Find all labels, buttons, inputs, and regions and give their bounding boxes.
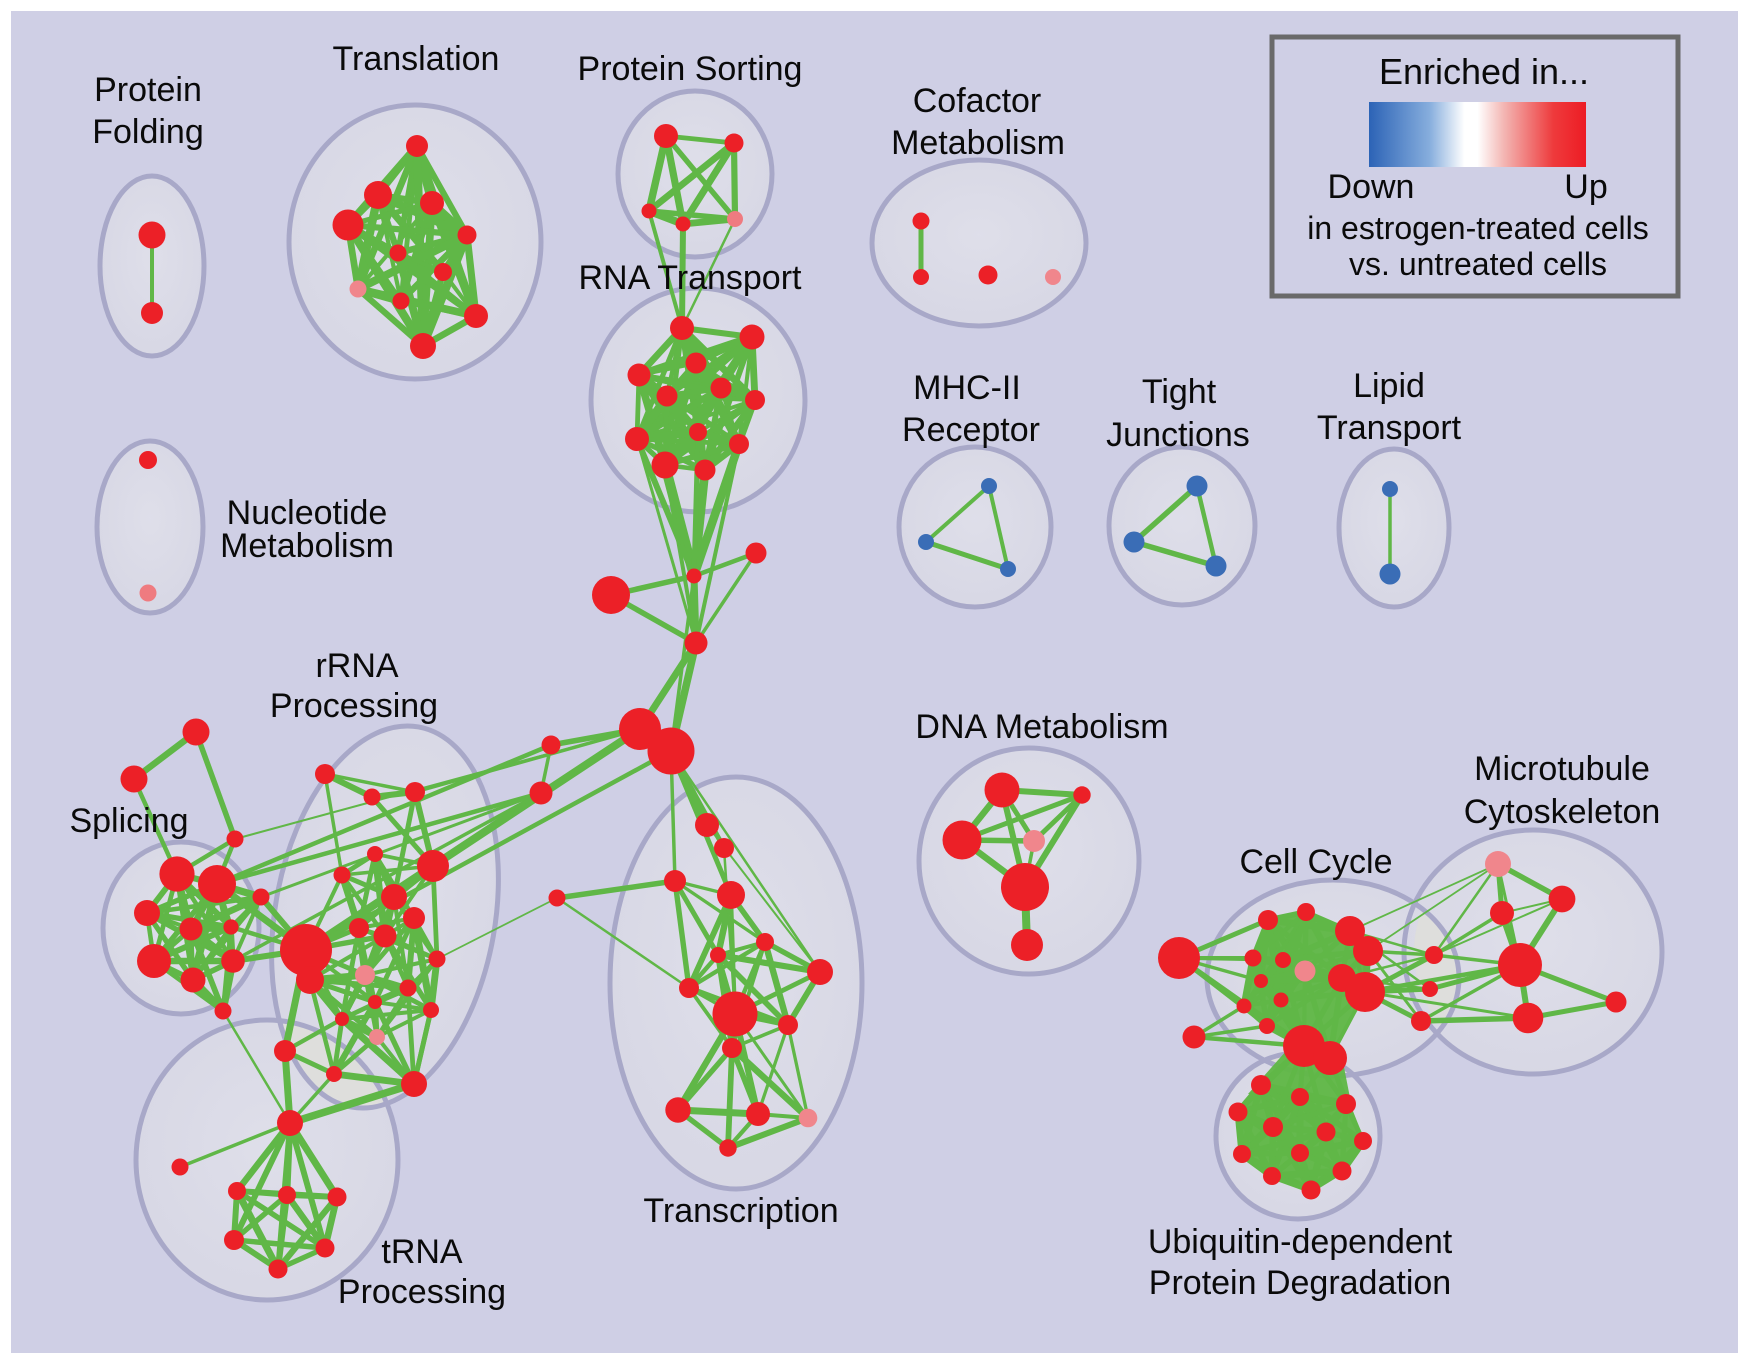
svg-text:Translation: Translation (333, 40, 500, 78)
svg-text:DNA Metabolism: DNA Metabolism (915, 708, 1168, 746)
svg-text:Folding: Folding (92, 113, 204, 151)
svg-text:Splicing: Splicing (69, 802, 188, 840)
svg-text:Junctions: Junctions (1106, 416, 1250, 454)
svg-text:rRNA: rRNA (315, 647, 398, 685)
svg-text:Cofactor: Cofactor (913, 82, 1042, 120)
svg-text:Metabolism: Metabolism (891, 124, 1065, 162)
svg-text:Receptor: Receptor (902, 411, 1040, 449)
svg-text:Tight: Tight (1142, 373, 1217, 411)
svg-text:vs. untreated cells: vs. untreated cells (1349, 246, 1607, 282)
svg-text:Cytoskeleton: Cytoskeleton (1464, 793, 1661, 831)
svg-text:Processing: Processing (270, 687, 438, 725)
svg-text:Ubiquitin-dependent: Ubiquitin-dependent (1148, 1223, 1453, 1261)
svg-text:MHC-II: MHC-II (913, 369, 1021, 407)
svg-text:Microtubule: Microtubule (1474, 750, 1650, 788)
svg-text:Processing: Processing (338, 1273, 506, 1311)
svg-text:Nucleotide: Nucleotide (227, 494, 388, 532)
svg-text:Protein Degradation: Protein Degradation (1149, 1264, 1451, 1302)
svg-text:Transport: Transport (1317, 409, 1462, 447)
svg-text:Metabolism: Metabolism (220, 527, 394, 565)
svg-text:tRNA: tRNA (381, 1233, 463, 1271)
svg-text:Enriched in...: Enriched in... (1379, 51, 1589, 92)
svg-text:Down: Down (1328, 168, 1415, 206)
svg-text:RNA Transport: RNA Transport (579, 259, 803, 297)
svg-text:Transcription: Transcription (643, 1192, 838, 1230)
svg-text:Cell Cycle: Cell Cycle (1239, 843, 1392, 881)
svg-text:Lipid: Lipid (1353, 367, 1425, 405)
svg-text:Protein: Protein (94, 71, 202, 109)
svg-text:Up: Up (1564, 168, 1607, 206)
svg-text:in estrogen-treated cells: in estrogen-treated cells (1307, 210, 1649, 246)
svg-text:Protein Sorting: Protein Sorting (578, 50, 803, 88)
